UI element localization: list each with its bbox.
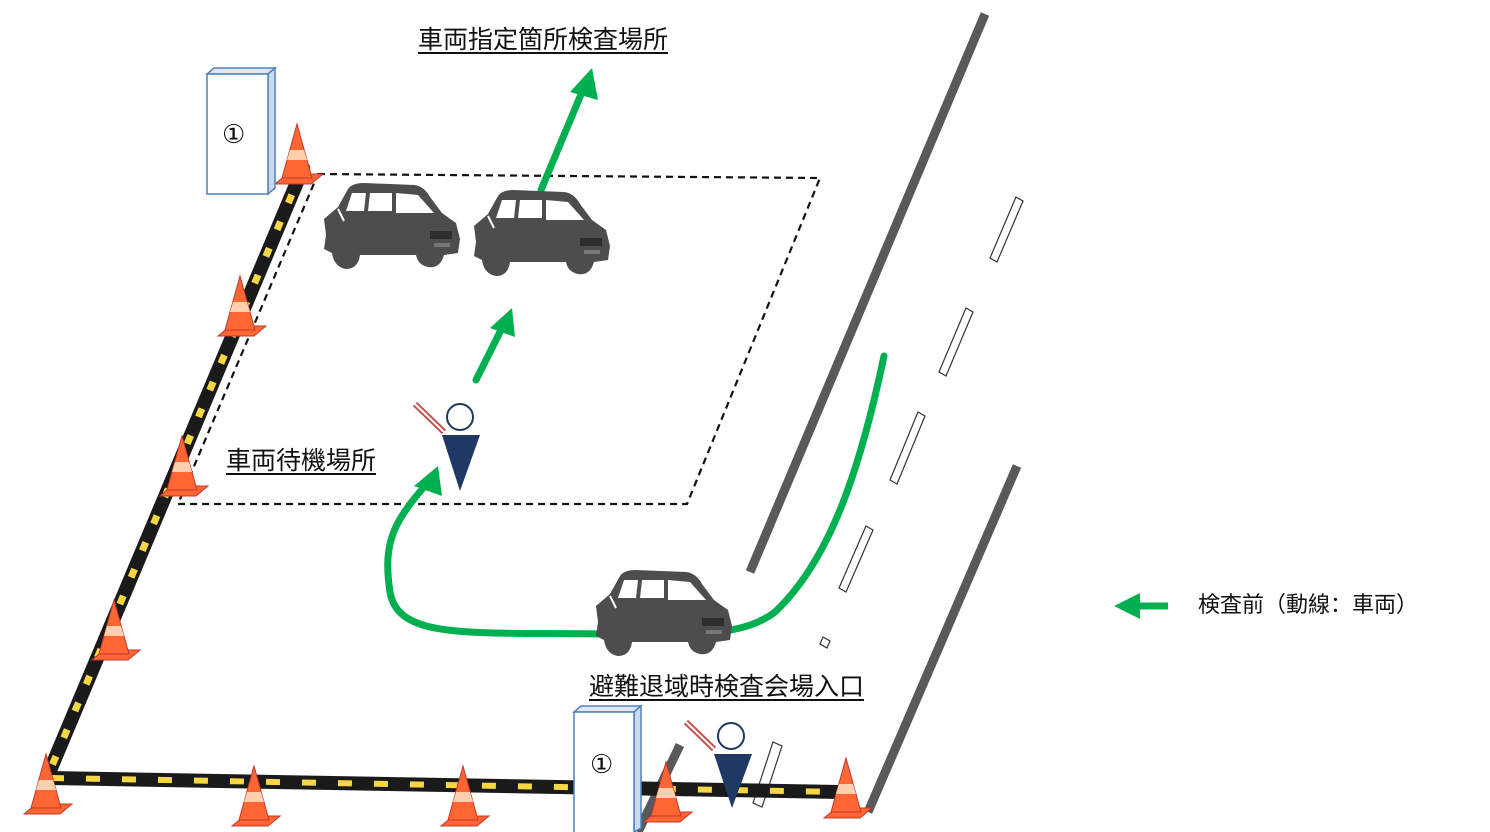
lane-dashes [752,196,1024,808]
traffic-cone [158,434,210,497]
cone-stripe [230,302,250,312]
car [473,189,611,277]
flow-arrow-segment [472,322,507,384]
booth-front [573,711,635,832]
traffic-cones [22,122,874,827]
arrow-head [570,68,598,100]
cone-stripe [104,626,124,636]
booth-side [267,66,276,196]
arrow-head [490,308,515,337]
legend-label: 検査前（動線：車両） [1198,593,1419,618]
legend-arrow-head [1114,593,1140,619]
arrow-head [414,466,442,496]
entrance-label: 避難退域時検査会場入口 [589,672,865,701]
booth-bottom [571,704,644,832]
staff-figure [683,719,752,808]
inspection-site-label: 車両指定箇所検査場所 [418,25,669,54]
legend-arrow [1114,593,1168,619]
cone-stripe [36,780,56,790]
booth-number: ① [222,120,246,150]
traffic-cone [273,122,325,185]
cone-stripe [453,792,473,802]
traffic-cone [230,764,282,827]
booth-side [571,705,644,713]
booth-number: ① [590,750,614,780]
guide-baton [414,403,445,433]
road-edge-line [745,12,990,574]
traffic-cone [216,274,268,337]
traffic-cone [822,756,874,819]
traffic-cone [439,764,491,827]
road [633,12,1024,832]
booth-top [204,66,278,196]
staff-body [442,435,480,491]
traffic-cone [642,760,694,823]
traffic-cone [22,752,74,815]
cone-stripe [244,792,264,802]
booth-front [206,73,269,195]
cone-stripe [172,462,192,472]
vehicle-flow [384,68,888,639]
cone-stripe [836,784,856,794]
car [595,569,733,657]
traffic-cone [90,598,142,661]
lane-dash [989,196,1024,263]
cone-stripe [287,150,307,160]
lane-dash [838,525,874,593]
road-edge-line [863,464,1022,814]
barrier-pole [49,775,841,795]
booth-side [633,704,642,832]
lane-dash [819,636,831,649]
booth-side [204,67,278,75]
lane-dash [938,307,974,377]
staff-body [714,754,752,808]
lane-dash [889,411,926,485]
staff-head [446,403,474,431]
flow-arrow-segment [537,88,586,194]
barrier-pole [42,166,307,782]
waiting-area-label: 車両待機場所 [226,446,377,475]
guide-baton [685,721,715,750]
waiting-area-boundary [176,172,822,506]
staff-head [717,722,745,750]
car [323,182,461,270]
staff-figure [412,401,480,491]
cone-stripe [656,788,676,798]
